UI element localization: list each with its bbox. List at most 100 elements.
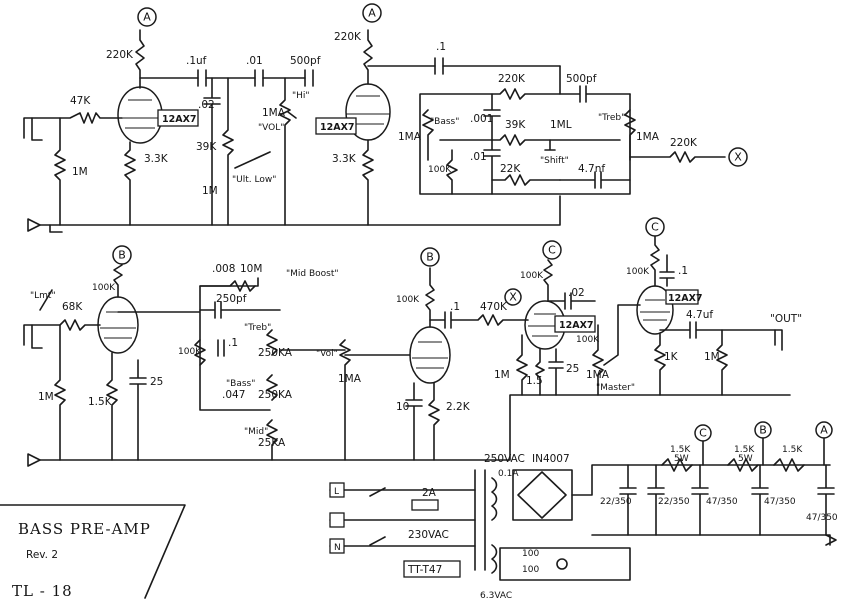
title-block: BASS PRE-AMP Rev. 2 TL - 18 [0,504,186,600]
node-b-lower2-label: B [426,251,434,264]
ps-r-2-w-label: 5W [738,454,753,464]
ps-r-2-label: 1.5K [734,445,755,455]
tone-shift-pot-label: 1ML [550,119,572,131]
node-c-lower2-label: C [651,221,659,234]
node-a-stage2-label: A [368,7,376,20]
transformer-label-box [403,560,461,578]
upper-ground-arrow [27,218,41,232]
stage4-tube-label: 12AX7 [559,320,594,331]
node-x-lower: X [504,288,522,306]
ps-cap-5-label: 47/350 [806,513,838,523]
lower-bass-pot [266,374,278,401]
lower-stage3-r-cathode-label: 2.2K [446,401,471,413]
tone-cap-01 [483,139,501,195]
lower-stage3-r-cathode [428,382,440,461]
revision-text: Rev. 2 [26,549,58,561]
lower-bass-pot-label: 250KA [258,389,293,401]
stage4-r-plate [543,259,553,302]
stage1-r-input-label: 47K [70,95,91,107]
heater-label: 6.3VAC [480,591,512,601]
stage1: 47K 1M 12AX7 220K 3.3K .1uf .01 500pf .0… [23,29,321,226]
lower-bass-label: "Bass" [226,379,255,389]
ps-cap-1 [619,464,637,536]
hv-ground-arrow [825,534,837,546]
node-b-ps: B [754,421,772,439]
lower-ground-rail [39,394,791,461]
stage5-tube-label: 12AX7 [668,293,703,304]
stage5-r-1m-label: 1M [704,351,720,363]
mains-wires [329,489,476,547]
stage1-r-cathode-label: 3.3K [144,153,169,165]
stage1-cap-02 [203,77,221,226]
r-heater-1-label: 100 [522,549,539,559]
stage3-lower: 68K "Lmt" 1M 100K 1.5K 25 .008 10M "Mid … [23,259,411,461]
stage1-coupling-caps [197,69,314,87]
lower-cap-047-label: .047 [222,389,245,401]
stage1-grid-resistor [54,117,66,226]
heater-ground-symbol [556,558,568,570]
ps-cap-1-label: 22/350 [600,497,632,507]
lower-r-470k-label: 470K [480,301,508,313]
stage4-r-plate-label: 100K [520,271,544,281]
lower-plate-bus [117,277,271,411]
stage2-plate-resistor [363,29,373,85]
stage1-r-plate-label: 220K [106,49,134,61]
stage1-cap-coupling-label: .1uf [186,55,207,67]
node-a-stage1: A [137,7,157,27]
stage5-r-plate [650,235,660,287]
lower-cap-1b-label: .1 [450,301,460,313]
lower-vol-pot-label: 1MA [338,373,362,385]
stage5-r-plate-label: 100K [626,267,650,277]
lower-vol-label: "Vol" [316,349,338,359]
lower-cap-1b-r-470k [429,311,529,329]
ps-cap-4-label: 47/350 [764,497,796,507]
lower-r-grid [54,324,66,461]
fuse-small-label: 0.1A [498,469,519,479]
master-pot [592,324,604,396]
master-wiper [603,304,641,366]
tone-r-100k-label: 100K [428,165,452,175]
lower-r-plate [113,259,123,298]
stage1-cathode-resistor [124,141,136,226]
tone-r-22k [491,174,561,186]
stage1-vol-pot-label: 1MA [262,107,286,119]
ps-node-leads [702,437,825,466]
out-jack [774,329,783,351]
stage1-hi-label: "Hi" [292,91,310,101]
lower-tube1-elements [100,311,136,339]
tone-cap-47n-label: 4.7nf [578,163,605,175]
stage4-tube-box [554,315,596,333]
ps-cap-2-label: 22/350 [658,497,690,507]
stage1-tube-box [157,109,199,127]
stage1-vol-label: "VOL" [258,123,284,133]
stage4-cap-label: 25 [566,363,579,375]
main-fuse-label: 2A [422,487,437,499]
stage1-tube [117,86,163,144]
node-c-lower2: C [645,217,665,237]
drawing-number: TL - 18 [12,582,73,600]
power-supply: L N 2A 230VAC 250VAC 0.1A TT-T47 6.3VAC … [329,445,838,601]
mains-terminal-top [329,482,345,498]
tone-cap-001-label: .001 [470,113,493,125]
tone-shift-pot [544,139,556,151]
lower-vol-pot [339,339,351,461]
stage2: 12AX7 220K 3.3K .1 [315,29,561,226]
stage4-cap-cathode [548,348,564,396]
node-c-ps: C [694,424,712,442]
tone-r-39k [439,134,621,146]
lower-treb-pot-label: 250KA [258,347,293,359]
ps-r-2 [727,458,759,472]
diodes-label: IN4007 [532,453,570,465]
master-label: "Master" [596,383,635,393]
lower-r-10m [199,280,256,292]
stage3-tube: 100K 2.2K 10 .1 470K [396,267,529,461]
upper-ground-tie [49,224,63,233]
input-wire [31,112,123,124]
lower-lim-label: "Lmt" [30,291,56,301]
stage1-tube-label: 12AX7 [162,114,197,125]
upper-ground-rail [39,195,561,226]
heater-network [499,547,631,581]
lower-mid-pot [266,419,278,461]
node-b-lower2: B [420,247,440,267]
stage2-cap-out [434,57,444,75]
